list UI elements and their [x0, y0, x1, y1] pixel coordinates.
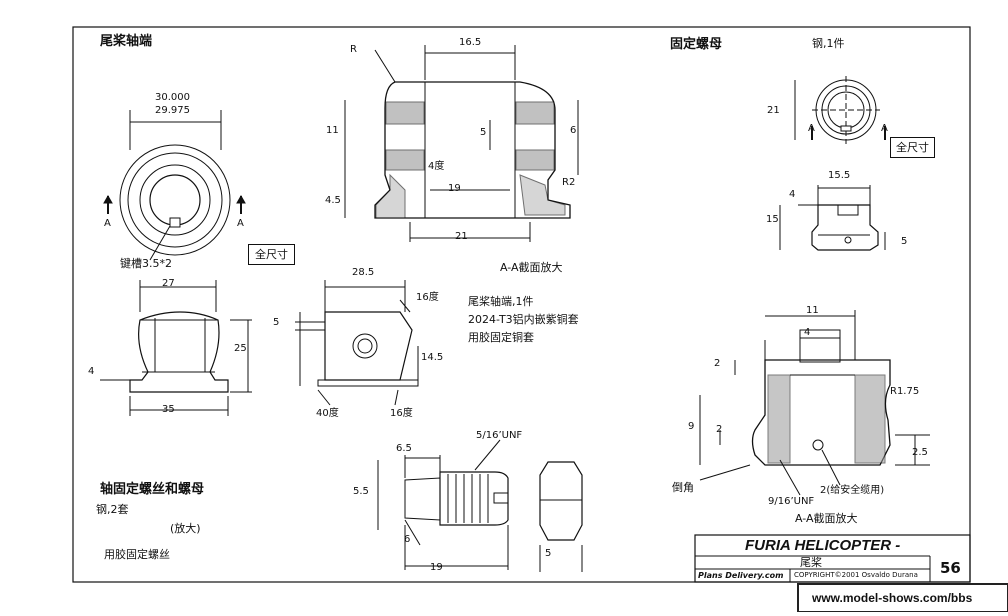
brand-label: Plans Delivery.com [698, 571, 784, 580]
dim-21a: 21 [455, 231, 468, 242]
dim-2-5: 2.5 [912, 447, 928, 458]
dim-16-5: 16.5 [459, 37, 482, 48]
dim-9: 9 [688, 421, 695, 432]
dim-R: R [350, 44, 357, 55]
note-chamfer: 倒角 [672, 481, 694, 494]
section-title-fixing-nut: 固定螺母 [670, 37, 723, 52]
dim-19a: 19 [448, 183, 461, 194]
copyright-label: COPYRIGHT©2001 Osvaldo Durana [794, 571, 918, 579]
nut-section [699, 310, 930, 496]
nut-side-view [779, 185, 886, 251]
sheet-border [72, 26, 971, 583]
dim-R1-75: R1.75 [890, 386, 920, 397]
dim-30000: 30.000 [155, 92, 190, 103]
dim-R2: R2 [562, 177, 576, 188]
note-aa-section-shaft: A-A截面放大 [500, 261, 563, 274]
note-full-size-nut: 全尺寸 [890, 137, 935, 158]
dim-15-5: 15.5 [828, 170, 851, 181]
dim-5-5: 5.5 [353, 486, 369, 497]
dim-2a: 2 [714, 358, 721, 369]
hex-nut-view [539, 461, 583, 572]
section-title-screw-nut: 轴固定螺丝和螺母 [100, 482, 205, 497]
shaft-end-middle-view [295, 280, 419, 406]
dim-11b: 11 [806, 305, 819, 316]
dim-21b: 21 [767, 105, 780, 116]
dim-A4: A [881, 123, 888, 134]
dim-5b: 5 [273, 317, 280, 328]
watermark-url: www.model-shows.com/bbs [812, 591, 973, 605]
note-nut-material: 钢,1件 [812, 37, 845, 50]
note-thread-516: 5/16’UNF [476, 430, 523, 441]
title-block-subtitle: 尾桨 [800, 556, 822, 569]
shaft-end-section [344, 45, 579, 242]
dim-25: 25 [234, 343, 247, 354]
dim-A2: A [237, 218, 244, 229]
dim-19b: 19 [430, 562, 443, 573]
nut-end-view [794, 76, 886, 144]
dim-2b: 2 [716, 424, 723, 435]
note-aa-section-nut: A-A截面放大 [795, 512, 858, 525]
dim-5c: 5 [901, 236, 908, 247]
note-shaft-desc-2: 2024-T3铝内嵌紫铜套 [468, 313, 579, 326]
section-title-shaft-end: 尾桨轴端 [100, 34, 153, 49]
dim-4-5: 4.5 [325, 195, 341, 206]
title-block-frame [694, 534, 971, 583]
shaft-end-view [103, 110, 246, 261]
note-enlarged: (放大) [170, 522, 201, 535]
dim-15: 15 [766, 214, 779, 225]
note-screw-material: 钢,2套 [96, 503, 129, 516]
dim-6a: 6 [570, 125, 577, 136]
note-thread-916: 9/16’UNF [768, 496, 815, 507]
dim-29975: 29.975 [155, 105, 190, 116]
title-block-title: FURIA HELICOPTER - [745, 537, 901, 554]
dim-6b: 6 [404, 534, 411, 545]
screw-view [377, 439, 509, 570]
note-shaft-desc-3: 用胶固定铜套 [468, 331, 534, 344]
dim-11a: 11 [326, 125, 339, 136]
note-keyway: 键槽3.5*2 [120, 257, 172, 270]
dim-6-5: 6.5 [396, 443, 412, 454]
dim-27: 27 [162, 278, 175, 289]
dim-4deg: 4度 [428, 161, 445, 172]
dim-35: 35 [162, 404, 175, 415]
page-number: 56 [940, 559, 961, 577]
note-shaft-desc-1: 尾桨轴端,1件 [468, 295, 534, 308]
shaft-end-side [100, 280, 252, 416]
dim-40deg: 40度 [316, 408, 339, 419]
note-full-size-shaft: 全尺寸 [248, 244, 295, 265]
dim-16deg-1: 16度 [416, 292, 439, 303]
dim-A1: A [104, 218, 111, 229]
dim-16deg-2: 16度 [390, 408, 413, 419]
dim-4b: 4 [789, 189, 796, 200]
dim-5a: 5 [480, 127, 487, 138]
dim-4a: 4 [88, 366, 95, 377]
dim-4c: 4 [804, 327, 811, 338]
dim-28-5: 28.5 [352, 267, 375, 278]
note-safety-wire: 2(给安全缆用) [820, 485, 885, 496]
dim-5d: 5 [545, 548, 552, 559]
dim-A3: A [808, 123, 815, 134]
note-glue-screw: 用胶固定螺丝 [104, 548, 170, 561]
dim-14-5: 14.5 [421, 352, 444, 363]
